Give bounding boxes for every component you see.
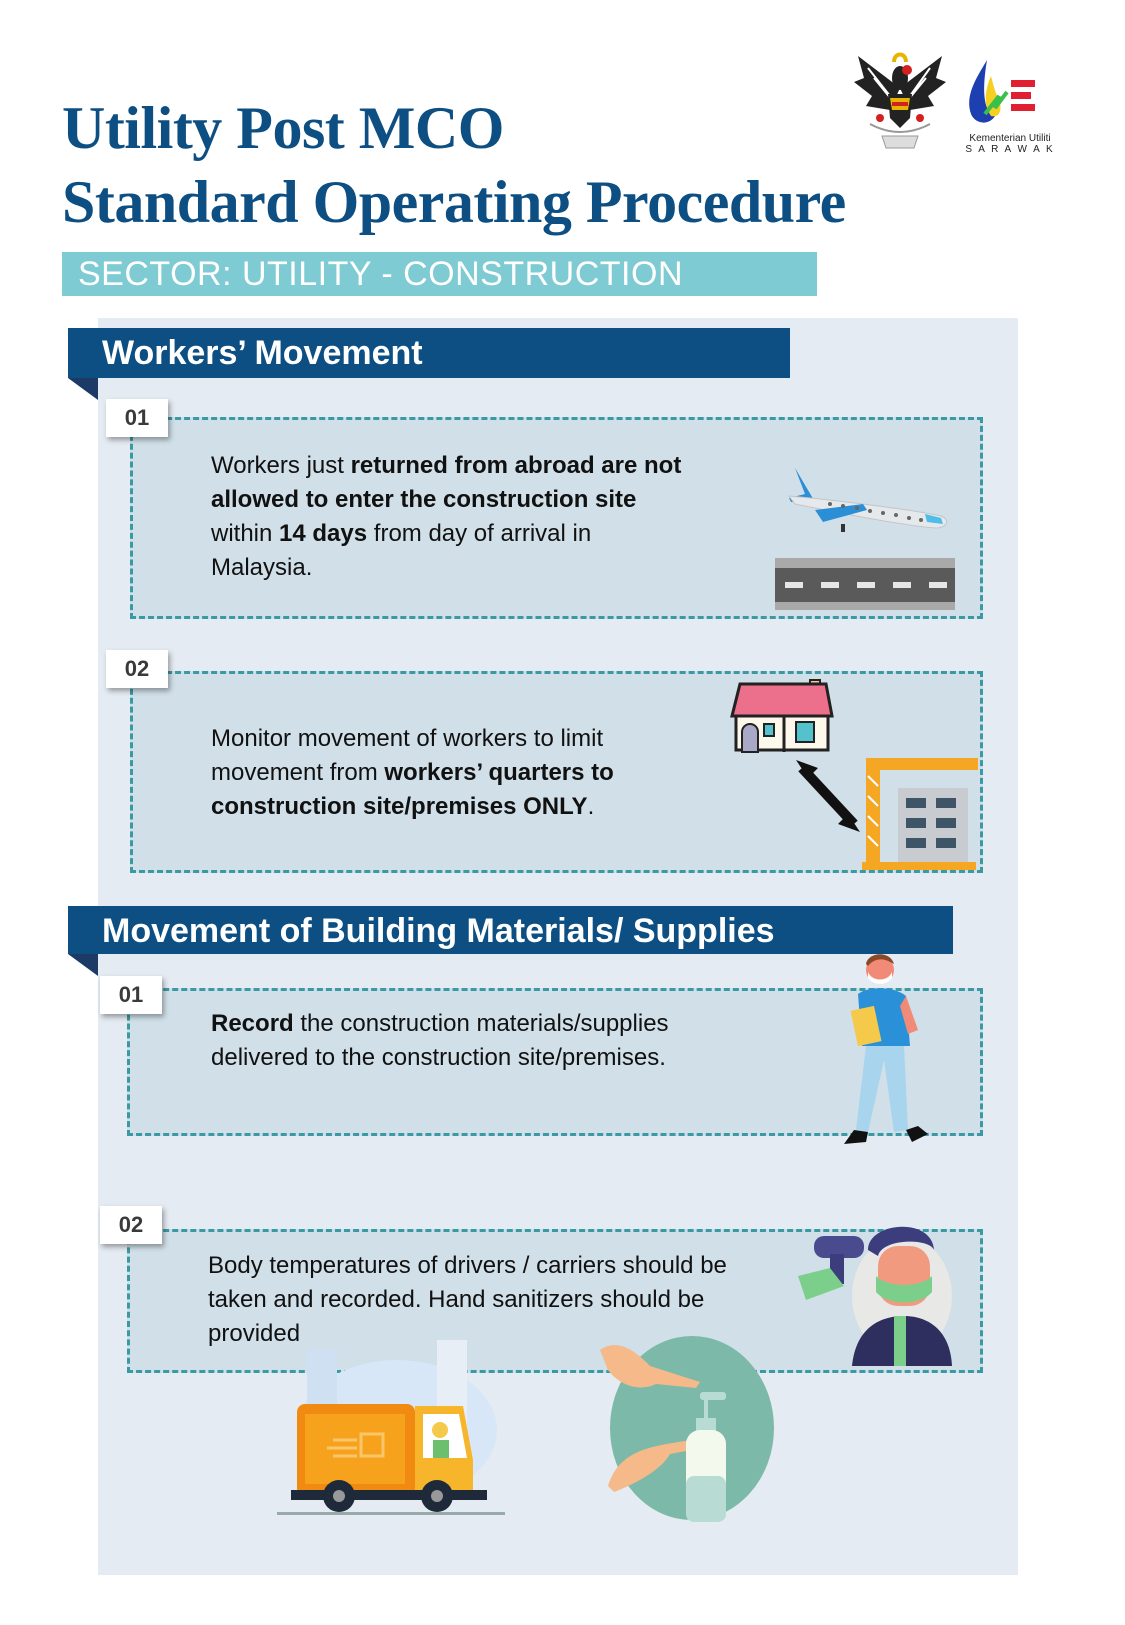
sarawak-crest-logo: [850, 48, 950, 158]
section-heading-workers-movement: Workers’ Movement: [68, 328, 790, 378]
worker-clipboard-illustration: [828, 950, 943, 1165]
temperature-check-illustration: [792, 1216, 967, 1366]
delivery-truck-illustration: [277, 1340, 505, 1515]
item-number-badge: 01: [106, 399, 168, 437]
item-number-badge: 01: [100, 976, 162, 1014]
airplane-runway-illustration: [775, 440, 955, 615]
airplane-icon: [775, 468, 955, 610]
hand-sanitizer-illustration: [600, 1336, 780, 1526]
title-line-1: Utility Post MCO: [62, 95, 504, 161]
item-number-badge: 02: [100, 1206, 162, 1244]
truck-icon: [277, 1340, 505, 1515]
worker-icon: [844, 954, 928, 1144]
sanitizer-icon: [600, 1336, 774, 1522]
item-box-s2-01: [127, 988, 983, 1136]
house-to-site-illustration: [722, 676, 984, 872]
ministry-name: Kementerian Utiliti: [969, 133, 1051, 144]
section-heading-materials-movement: Movement of Building Materials/ Supplies: [68, 906, 953, 954]
item-text: Monitor movement of workers to limit mov…: [211, 725, 614, 820]
item-number-badge: 02: [106, 650, 168, 688]
sector-banner: SECTOR: UTILITY - CONSTRUCTION: [62, 252, 817, 296]
ministry-logo: Kementerian Utiliti S A R A W A K: [955, 56, 1065, 156]
ministry-region: S A R A W A K: [965, 144, 1055, 155]
crest-icon: [854, 52, 946, 149]
house-construction-icon: [730, 679, 978, 870]
heading-fold: [68, 954, 98, 976]
thermometer-scanner-icon: [798, 1226, 952, 1366]
item-box-s1-01: [130, 417, 983, 619]
item-text: Workers just returned from abroad are no…: [211, 452, 682, 581]
heading-fold: [68, 378, 98, 400]
item-text: Record the construction materials/suppli…: [211, 1010, 669, 1071]
item-box-s1-02: [130, 671, 983, 873]
item-text: Body temperatures of drivers / carriers …: [208, 1252, 727, 1347]
title-line-2: Standard Operating Procedure: [62, 169, 846, 235]
flame-logo-icon: [969, 60, 1035, 123]
